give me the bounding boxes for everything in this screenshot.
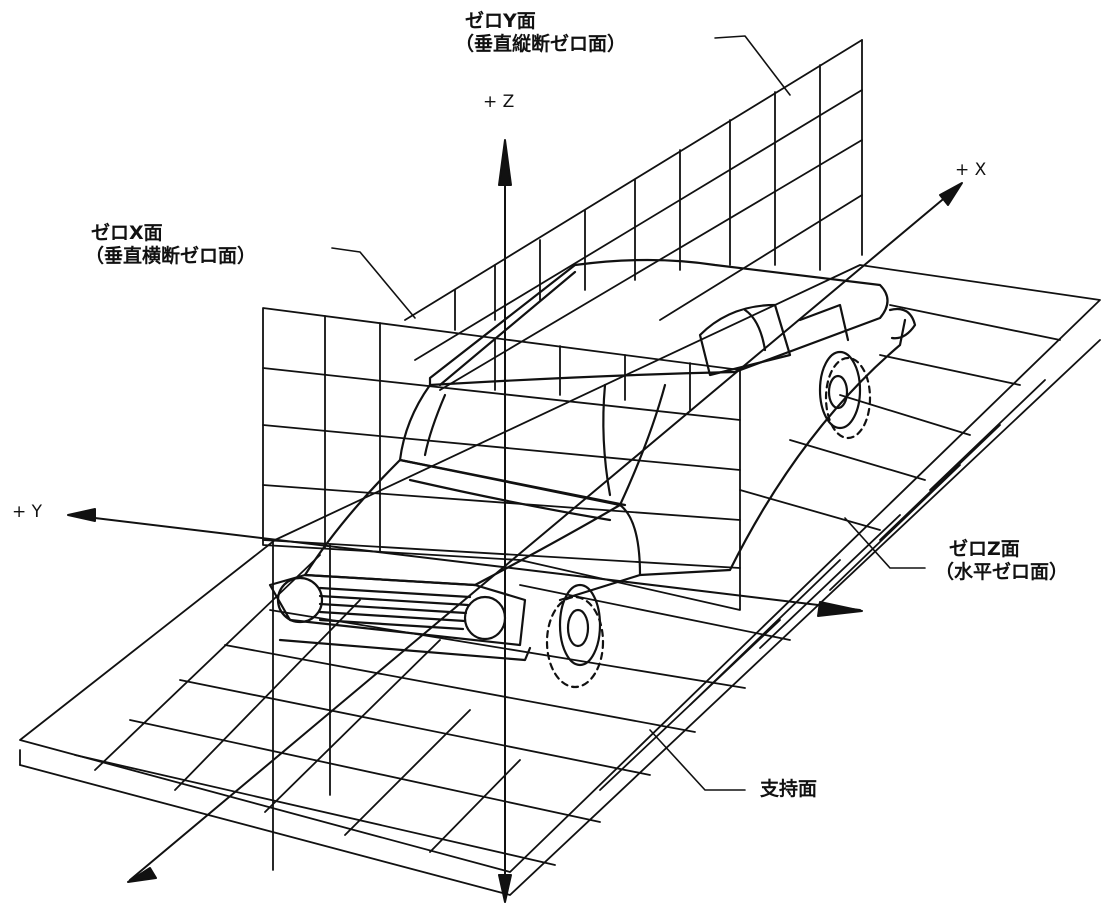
- zero-y-plane-label: ゼロY面 （垂直縦断ゼロ面）: [455, 10, 626, 56]
- neg-z-arrow-head-icon: [499, 875, 511, 902]
- z-arrow-head-icon: [499, 140, 511, 185]
- axis-plus-x-label: + X: [955, 160, 987, 180]
- zero-x-plane-subtitle: （垂直横断ゼロ面）: [85, 245, 257, 267]
- leader-zero-z: [845, 518, 925, 568]
- zero-y-plane-title: ゼロY面: [465, 10, 536, 32]
- zero-y-plane-grid: [405, 40, 862, 390]
- axis-plus-y-label: + Y: [12, 502, 43, 522]
- zero-x-plane-title: ゼロX面: [91, 222, 163, 244]
- support-plane-label: 支持面: [760, 778, 818, 800]
- leader-lines: [332, 36, 925, 790]
- zero-z-plane-subtitle: （水平ゼロ面）: [935, 561, 1069, 583]
- axis-arrows: [68, 140, 962, 902]
- zero-z-plane-grid: [20, 265, 1100, 872]
- neg-y-arrow-head-icon: [818, 602, 862, 616]
- leader-zero-y: [715, 36, 790, 95]
- leader-support: [650, 730, 745, 790]
- x-axis-line: [130, 185, 960, 880]
- zero-x-plane-grid: [263, 308, 740, 870]
- x-arrow-head-icon: [940, 183, 962, 205]
- neg-x-arrow-head-icon: [128, 868, 156, 882]
- support-plane-grid: [20, 340, 1100, 895]
- y-arrow-head-icon: [68, 509, 95, 521]
- car-illustration: [270, 260, 915, 687]
- zero-z-plane-title: ゼロZ面: [949, 538, 1020, 560]
- zero-y-plane-subtitle: （垂直縦断ゼロ面）: [455, 33, 627, 55]
- y-axis-line: [70, 515, 860, 610]
- zero-z-plane-label: ゼロZ面 （水平ゼロ面）: [935, 538, 1068, 584]
- leader-zero-x: [332, 248, 415, 318]
- zero-x-plane-label: ゼロX面 （垂直横断ゼロ面）: [85, 222, 256, 268]
- axis-plus-z-label: + Z: [483, 92, 515, 112]
